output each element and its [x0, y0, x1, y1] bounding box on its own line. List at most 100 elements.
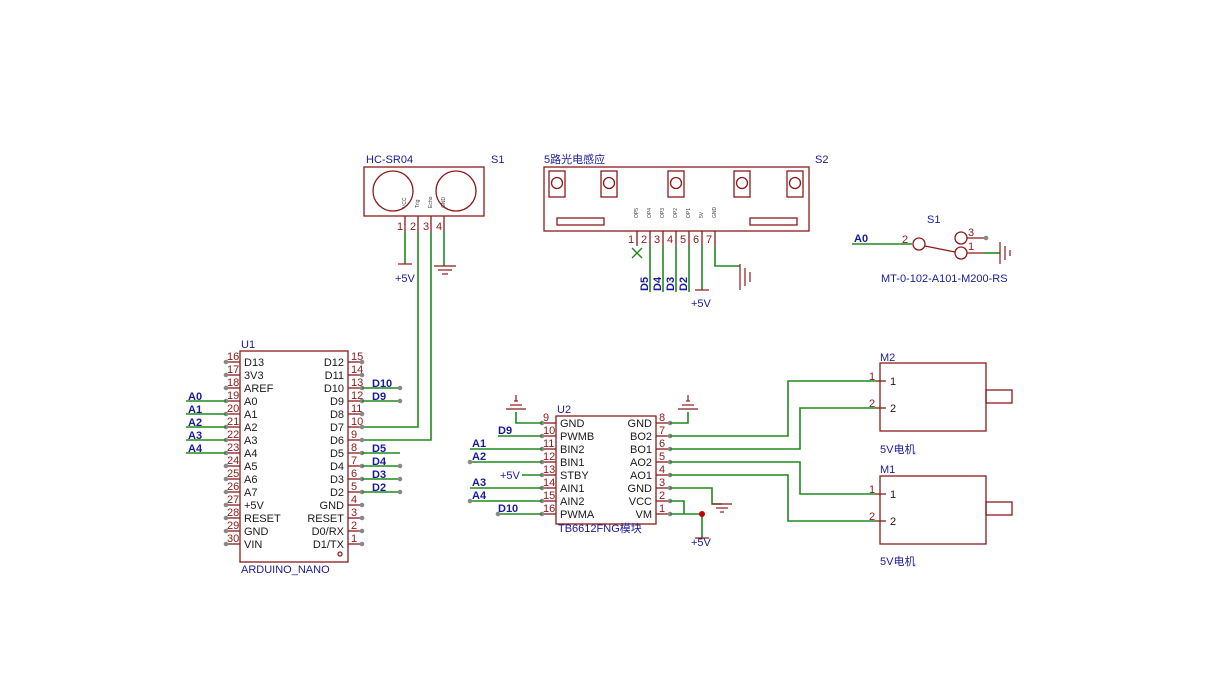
- hc-power-label: +5V: [395, 273, 416, 285]
- u1-right-pin-name: D6: [330, 435, 344, 447]
- u1-net-d3: D3: [372, 469, 386, 481]
- u2-right-pin-name: GND: [628, 418, 653, 430]
- u1-left-pin-name: RESET: [244, 513, 281, 525]
- u1-right-pin-name: D11: [325, 370, 344, 382]
- m1-value: 5V电机: [880, 554, 915, 568]
- u1-left-pin-num: 18: [227, 377, 239, 389]
- sensor-pin-label-4: OP2: [673, 208, 679, 218]
- hc-pin-label-1: VCC: [402, 197, 408, 208]
- u1-right-pin-name: D3: [330, 474, 344, 486]
- motor-m1: M1 1 2 1 2 5V电机: [869, 464, 1013, 568]
- sensor-value: 5路光电感应: [544, 152, 605, 166]
- u1-left-pin-name: A2: [244, 422, 257, 434]
- u1-right-pin-num: 14: [351, 364, 363, 376]
- u1-right-pin-num: 12: [351, 390, 363, 402]
- m1-pin-1: 1: [869, 484, 875, 496]
- u1-left-pin-num: 29: [227, 520, 239, 532]
- u2-right-pin-num: 3: [659, 477, 665, 489]
- u1-net-a3: A3: [188, 430, 202, 442]
- u2-right-pin-name: AO1: [630, 470, 652, 482]
- m1-body: [879, 475, 987, 545]
- u2-right-pin-name: VCC: [629, 496, 652, 508]
- u1-left-pin-name: A6: [244, 474, 257, 486]
- hc-sr04-body: [363, 166, 485, 217]
- u2-right-pin-name: BO1: [630, 444, 652, 456]
- u1-net-a1: A1: [188, 404, 202, 416]
- u2-vm-power: +5V: [691, 537, 712, 549]
- u2-ground-left: [506, 395, 526, 410]
- u1-left-pin-name: +5V: [244, 500, 265, 512]
- sensor-emitters: [548, 170, 804, 226]
- u2-net-a3: A3: [472, 477, 486, 489]
- u2-left-pin-name: BIN1: [560, 457, 584, 469]
- u1-net-a2: A2: [188, 417, 202, 429]
- sensor-pin-num-3: 3: [654, 234, 660, 246]
- u2-right-pin-num: 6: [659, 438, 665, 450]
- u2-right-pin-name: VM: [636, 509, 653, 521]
- u1-right-pin-name: RESET: [307, 513, 344, 525]
- u1-right-pin-name: D5: [330, 448, 344, 460]
- u1-left-pin-num: 26: [227, 481, 239, 493]
- sensor-pin-num-4: 4: [667, 234, 673, 246]
- u1-right-pin-name: D10: [324, 383, 344, 395]
- sensor-net-d2: D2: [678, 277, 690, 291]
- hc-pin-num-4: 4: [436, 221, 442, 233]
- switch-pin-common: 2: [902, 234, 908, 246]
- m2-body: [879, 362, 987, 432]
- u2-left-pin-name: STBY: [560, 470, 589, 482]
- u2-net-a2: A2: [472, 451, 486, 463]
- u1-value: ARDUINO_NANO: [241, 564, 330, 576]
- u1-right-pin-num: 6: [351, 468, 357, 480]
- m1-ref: M1: [880, 464, 895, 476]
- u2-body: [555, 415, 657, 525]
- u2-left-pin-num: 13: [543, 464, 555, 476]
- u1-right-pin-num: 2: [351, 520, 357, 532]
- u1-left-pin-name: A0: [244, 396, 257, 408]
- u1-left-pin-name: D13: [244, 357, 264, 369]
- u1-left-pin-name: A1: [244, 409, 257, 421]
- hc-pin-label-4: GND: [441, 197, 447, 209]
- u1-left-pin-name: A3: [244, 435, 257, 447]
- m1-inner-1: 1: [890, 489, 896, 501]
- u1-right-pin-name: D7: [330, 422, 344, 434]
- toggle-switch: S1 A0 2 3 1 MT-0-102-A101-M200-RS: [852, 214, 1011, 285]
- hc-sr04-transducer-right: [435, 170, 477, 212]
- u2-left-pin-name: AIN2: [560, 496, 584, 508]
- u1-body: [239, 350, 349, 563]
- u2-stby-power: +5V: [500, 470, 521, 482]
- switch-value: MT-0-102-A101-M200-RS: [881, 273, 1008, 285]
- u2-left-pin-num: 9: [543, 412, 549, 424]
- sensor-pin-label-1: OP5: [634, 208, 640, 218]
- u2-right-pin-name: GND: [628, 483, 653, 495]
- u2-right-pin-num: 5: [659, 451, 665, 463]
- u2-left-pin-name: PWMA: [560, 509, 595, 521]
- u2-right-pin-name: AO2: [630, 457, 652, 469]
- trig-wire: [362, 232, 419, 428]
- sensor-pin-num-2: 2: [641, 234, 647, 246]
- u1-right-pin-num: 5: [351, 481, 357, 493]
- m2-pin-1: 1: [869, 371, 875, 383]
- u1-right-pin-num: 11: [351, 403, 362, 415]
- sensor-ref: S2: [815, 154, 828, 166]
- sensor-pin-label-3: OP3: [660, 208, 666, 218]
- u2-right-pin-num: 8: [659, 412, 665, 424]
- hc-pin-label-3: Echo: [428, 196, 434, 208]
- u1-right-pin-name: D12: [324, 357, 344, 369]
- m1-inner-2: 2: [890, 516, 896, 528]
- m2-ref: M2: [880, 352, 895, 364]
- u1-right-pin-num: 3: [351, 507, 357, 519]
- u1-left-pin-name: 3V3: [244, 370, 264, 382]
- switch-pin-b: 1: [968, 241, 974, 253]
- u2-ground-right: [678, 395, 698, 410]
- hc-pin-label-2: Trig: [415, 199, 421, 208]
- hc-pin-num-1: 1: [397, 221, 403, 233]
- u1-ref: U1: [241, 339, 255, 351]
- sensor-pin-num-1: 1: [628, 234, 634, 246]
- u1-net-d5: D5: [372, 443, 386, 455]
- u1-right-pin-name: D0/RX: [312, 526, 345, 538]
- u1-right-pins: 15D1214D1113D1012D911D810D79D68D57D46D35…: [307, 351, 365, 551]
- u1-right-pin-num: 15: [351, 351, 363, 363]
- u2-net-d10: D10: [498, 503, 518, 515]
- sensor-pin-num-7: 7: [706, 234, 712, 246]
